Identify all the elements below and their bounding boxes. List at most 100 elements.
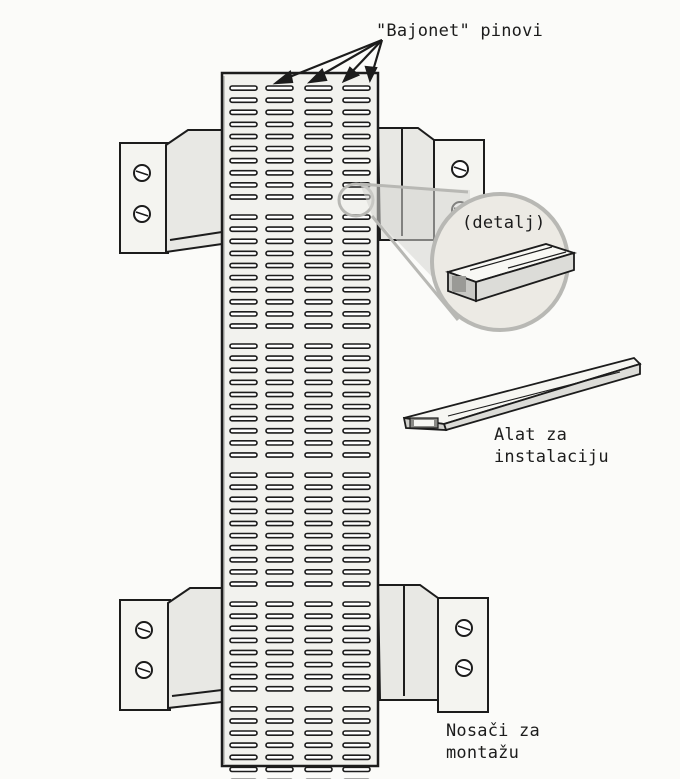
pin-slot (342, 286, 371, 293)
pin-slot (304, 673, 333, 680)
pin-slot (229, 109, 258, 116)
pin-slot (265, 568, 294, 575)
pin-slot (304, 637, 333, 644)
pin-slot (265, 403, 294, 410)
pin-slot (342, 452, 371, 458)
pin-slot (342, 97, 371, 104)
pin-slot (229, 532, 258, 539)
pin-slot (342, 145, 371, 152)
pin-slot (265, 427, 294, 434)
pin-slot (304, 439, 333, 446)
tool-label-line2: instalaciju (494, 447, 609, 467)
pin-slot (342, 226, 371, 233)
pin-slot (265, 298, 294, 305)
pin-slot (342, 754, 371, 761)
pin-slot (342, 766, 371, 773)
pin-slot (342, 496, 371, 503)
pin-slot (342, 705, 371, 712)
installation-tool-illustration (402, 356, 642, 432)
pin-slot (229, 214, 258, 220)
pin-slot (265, 452, 294, 458)
pin-slot (265, 133, 294, 140)
pin-slot (342, 484, 371, 491)
pin-slot (304, 250, 333, 257)
pin-slot (342, 391, 371, 398)
pin-slot (265, 705, 294, 712)
pin-slot (229, 323, 258, 329)
pin-slot (304, 601, 333, 607)
pin-slot (304, 427, 333, 434)
pin-slot (265, 367, 294, 374)
mounts-label-line1: Nosači za (446, 721, 540, 741)
pin-slot (229, 262, 258, 269)
pin-slot (304, 508, 333, 515)
pin-slot (304, 286, 333, 293)
pin-slot (265, 532, 294, 539)
detail-magnifier (337, 182, 578, 332)
pin-slot (229, 403, 258, 410)
pin-slot (304, 109, 333, 116)
pin-slot (229, 649, 258, 656)
pin-slot (229, 754, 258, 761)
pin-slot (265, 730, 294, 736)
pin-slot (229, 742, 258, 749)
pin-slot (229, 238, 258, 245)
pin-slot (265, 310, 294, 317)
pin-slot (342, 109, 371, 116)
pin-slot (304, 742, 333, 749)
pin-slot (229, 556, 258, 563)
pin-slot (229, 472, 258, 478)
pin-slot (265, 637, 294, 644)
pin-slot (229, 343, 258, 349)
pin-slot (229, 367, 258, 374)
pin-slot (265, 109, 294, 116)
pin-slot (304, 238, 333, 245)
pin-slot (304, 718, 333, 724)
pin-slot (342, 250, 371, 257)
pin-slot (342, 323, 371, 329)
pin-slot (342, 601, 371, 607)
pin-slot (265, 250, 294, 257)
pin-slot (342, 544, 371, 551)
pin-slot (229, 581, 258, 587)
pin-slot (265, 169, 294, 176)
pin-slot (342, 661, 371, 668)
pin-slot (229, 568, 258, 575)
pin-slot (265, 613, 294, 620)
terminal-panel (220, 71, 380, 779)
pin-slot (304, 323, 333, 329)
pin-slot (229, 496, 258, 503)
pin-slot (304, 121, 333, 128)
pin-slot (229, 520, 258, 527)
pin-slot (342, 649, 371, 656)
pin-slot (304, 226, 333, 233)
pin-slot (304, 544, 333, 551)
pin-slot (265, 182, 294, 188)
pin-slot (304, 403, 333, 410)
pin-slot (265, 238, 294, 245)
pin-slot (229, 766, 258, 773)
pin-slot (265, 194, 294, 200)
pin-slot (304, 274, 333, 281)
pin-slot (265, 355, 294, 362)
pin-slot (265, 262, 294, 269)
pin-slot (229, 484, 258, 491)
pin-slot (229, 685, 258, 692)
pin-slot (342, 262, 371, 269)
pin-slot (304, 625, 333, 632)
pin-slot (229, 274, 258, 281)
pin-slot (342, 343, 371, 349)
pin-slot (265, 415, 294, 422)
pin-slot (342, 415, 371, 422)
pin-slot (265, 472, 294, 478)
pin-slot (342, 298, 371, 305)
pin-slot-grid (229, 85, 371, 779)
pin-slot (229, 452, 258, 458)
pin-slot (229, 310, 258, 317)
pin-slot (342, 121, 371, 128)
pin-slot (342, 310, 371, 317)
pin-slot (342, 169, 371, 176)
pin-slot (304, 496, 333, 503)
pin-slot (229, 145, 258, 152)
